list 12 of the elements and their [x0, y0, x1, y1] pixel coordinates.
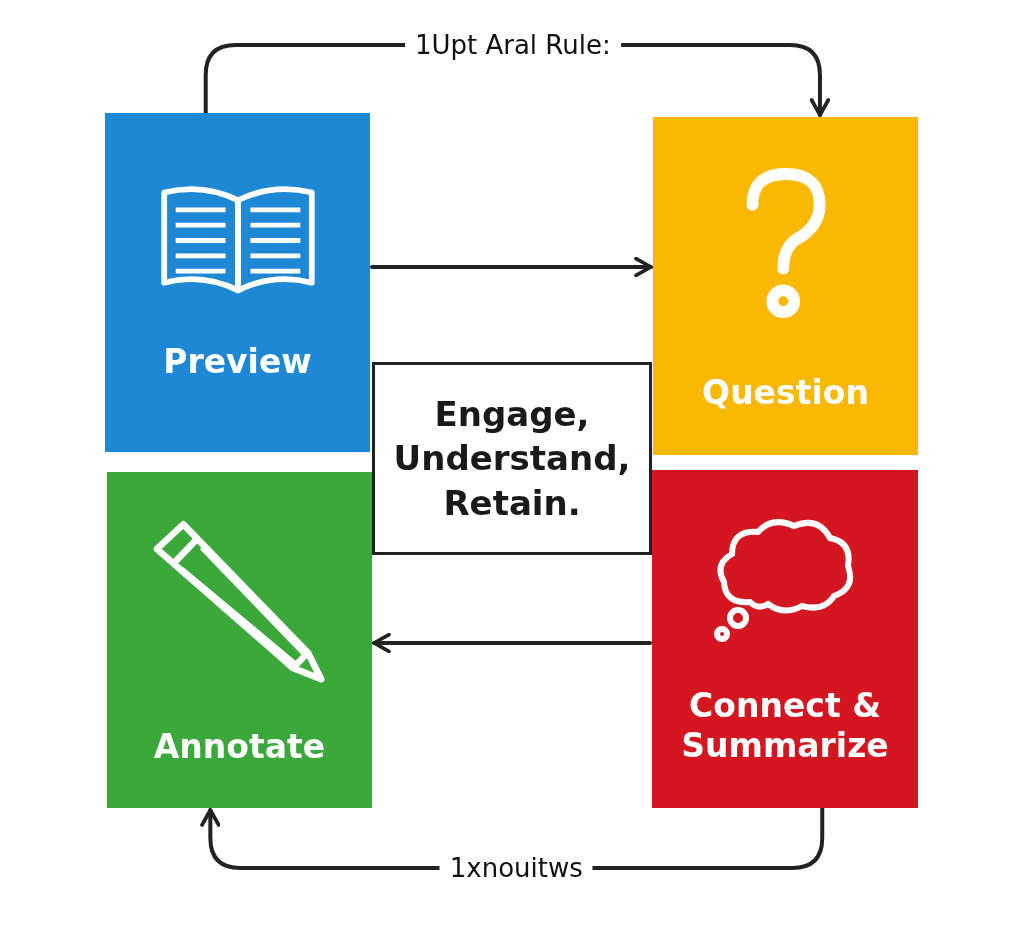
step-label: Preview — [162, 342, 313, 382]
step-tile — [107, 472, 372, 808]
step-label: Annotate — [152, 727, 327, 767]
step-label: Question — [701, 373, 870, 413]
step-label: Connect & Summarize — [680, 686, 890, 766]
step-tile — [653, 117, 918, 455]
center-box — [372, 362, 652, 555]
arrow — [372, 632, 652, 654]
arrow — [370, 256, 653, 278]
step-tile — [105, 113, 370, 452]
center-text: Engage, Understand, Retain. — [392, 393, 632, 525]
step-tile — [652, 470, 918, 808]
